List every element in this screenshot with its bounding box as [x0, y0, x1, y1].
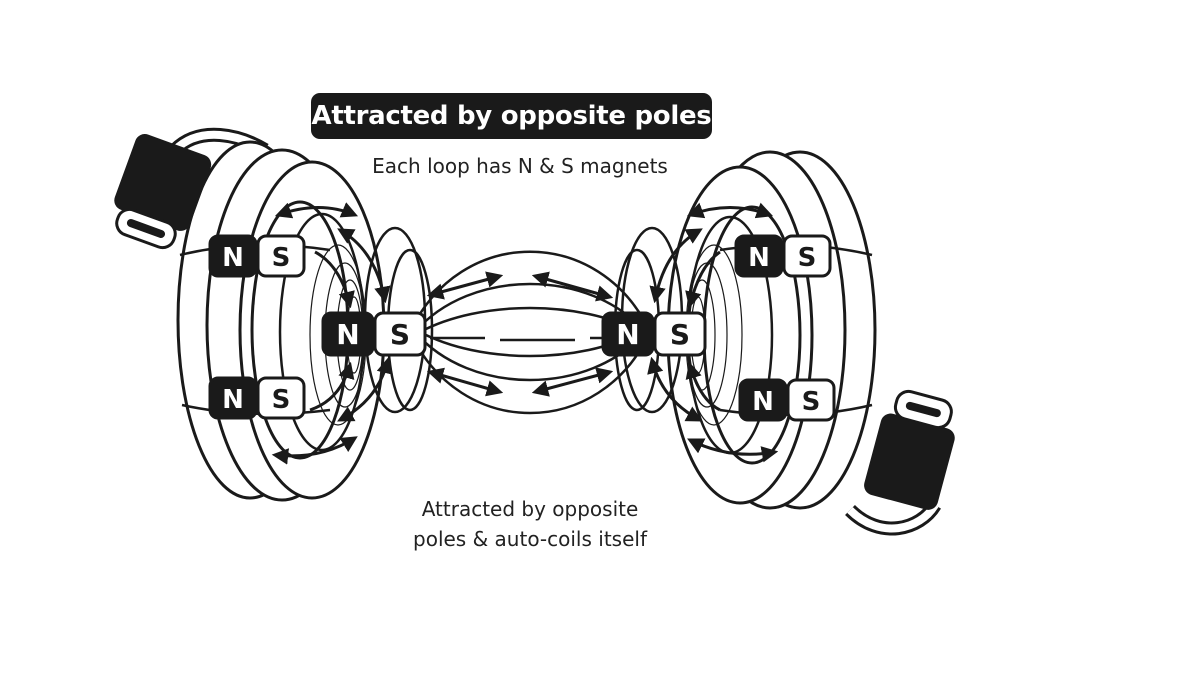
caption-line-1: Attracted by opposite	[421, 497, 639, 521]
magnet-north-label: N	[222, 243, 244, 273]
caption: Attracted by opposite poles & auto-coils…	[330, 494, 730, 554]
magnet-south-label: S	[272, 243, 291, 273]
magnet-north-label: N	[616, 318, 639, 351]
magnet-north-label: N	[752, 387, 774, 417]
magnet-icon: N S	[734, 234, 832, 278]
magnet-south-label: S	[272, 385, 291, 415]
magnet-south-label: S	[670, 318, 690, 351]
magnet-icon: N S	[208, 376, 306, 420]
magnet-north-label: N	[336, 318, 359, 351]
subtitle: Each loop has N & S magnets	[372, 154, 668, 178]
magnet-icon: N S	[321, 311, 427, 357]
magnet-south-label: S	[802, 387, 821, 417]
magnet-icon: N S	[738, 378, 836, 422]
caption-line-2: poles & auto-coils itself	[413, 527, 647, 551]
magnet-north-label: N	[748, 243, 770, 273]
magnet-icon: N S	[208, 234, 306, 278]
page-title: Attracted by opposite poles	[311, 93, 712, 139]
usb-c-connector-icon	[864, 389, 955, 510]
usb-c-connector-icon	[114, 134, 212, 250]
field-arrow-icon	[271, 202, 779, 465]
magnet-south-label: S	[798, 243, 817, 273]
magnet-north-label: N	[222, 385, 244, 415]
magnet-icon: N S	[601, 311, 707, 357]
magnet-south-label: S	[390, 318, 410, 351]
